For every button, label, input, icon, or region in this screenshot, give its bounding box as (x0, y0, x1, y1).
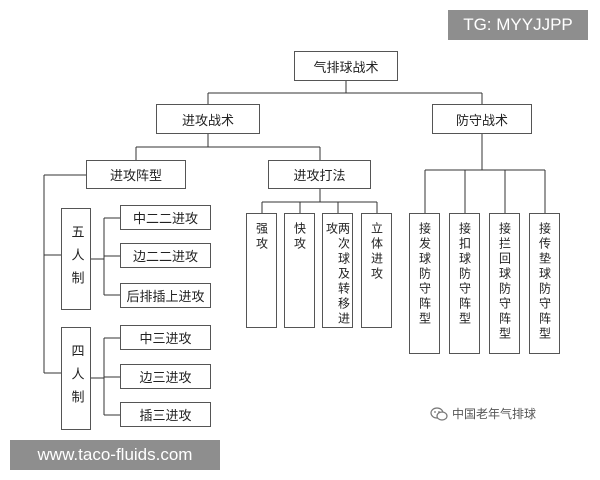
defense-node: 防守战术 (432, 104, 532, 134)
four-player-item-label: 边三进攻 (139, 371, 192, 386)
play-node: 进攻打法 (268, 160, 371, 189)
root-label: 气排球战术 (313, 60, 379, 76)
defense-item-label: 接拦回球防守阵型 (497, 222, 512, 342)
play-item-label: 立体进攻 (369, 222, 384, 282)
defense-label: 防守战术 (455, 113, 508, 129)
play-item: 两次球及转移进攻 (322, 213, 353, 328)
defense-item-label: 接传垫球防守阵型 (537, 222, 552, 342)
offense-label: 进攻战术 (181, 113, 234, 129)
five-player-item: 后排插上进攻 (120, 283, 211, 308)
defense-item-label: 接发球防守阵型 (417, 222, 432, 327)
defense-item: 接拦回球防守阵型 (489, 213, 520, 354)
play-item: 快攻 (284, 213, 315, 328)
five-player-item-label: 边二二进攻 (132, 250, 198, 265)
play-item: 强攻 (246, 213, 277, 328)
formation-label: 进攻阵型 (109, 169, 162, 184)
four-player-item: 边三进攻 (120, 364, 211, 389)
five-player-item-label: 后排插上进攻 (126, 290, 205, 305)
defense-item: 接传垫球防守阵型 (529, 213, 560, 354)
watermark-top: TG: MYYJJPP (448, 10, 588, 40)
play-item-label: 两次球及转移进攻 (324, 222, 351, 327)
four-player-item: 插三进攻 (120, 402, 211, 427)
defense-item: 接扣球防守阵型 (449, 213, 480, 354)
five-player-item: 中二二进攻 (120, 205, 211, 230)
play-item: 立体进攻 (361, 213, 392, 328)
play-label: 进攻打法 (293, 169, 346, 184)
watermark-top-text: TG: MYYJJPP (463, 15, 573, 34)
four-player-node: 四人制 (61, 327, 91, 430)
five-player-label: 五人制 (68, 224, 84, 294)
defense-item-label: 接扣球防守阵型 (457, 222, 472, 327)
root-node: 气排球战术 (294, 51, 398, 81)
five-player-node: 五人制 (61, 208, 91, 310)
play-item-label: 快攻 (292, 222, 307, 252)
source-text: 中国老年气排球 (452, 407, 537, 421)
four-player-label: 四人制 (68, 344, 84, 413)
watermark-bottom: www.taco-fluids.com (10, 440, 220, 470)
play-item-label: 强攻 (254, 222, 269, 252)
five-player-item: 边二二进攻 (120, 243, 211, 268)
watermark-bottom-text: www.taco-fluids.com (37, 445, 193, 464)
five-player-item-label: 中二二进攻 (132, 212, 198, 227)
source-label: 中国老年气排球 (430, 405, 536, 422)
four-player-item: 中三进攻 (120, 325, 211, 350)
defense-item: 接发球防守阵型 (409, 213, 440, 354)
four-player-item-label: 中三进攻 (139, 332, 192, 347)
offense-node: 进攻战术 (156, 104, 260, 134)
formation-node: 进攻阵型 (86, 160, 186, 189)
wechat-icon (430, 406, 448, 421)
four-player-item-label: 插三进攻 (139, 409, 192, 424)
